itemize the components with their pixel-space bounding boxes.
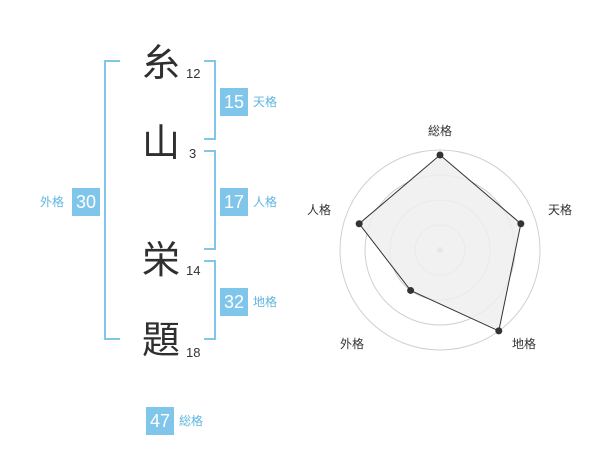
name-char-4: 題 [142, 318, 181, 362]
gaikaku-bracket [104, 60, 120, 340]
radar-point-1 [436, 151, 444, 159]
soukaku-label: 総格 [179, 414, 204, 428]
radar-point-2 [517, 220, 525, 228]
name-char-2: 山 [142, 121, 181, 165]
gaikaku-label: 外格 [40, 195, 65, 209]
gaikaku-value: 30 [72, 188, 100, 216]
radar-label-jinkaku: 人格 [307, 203, 332, 217]
jinkaku-value: 17 [220, 188, 248, 216]
radar-label-tenkaku: 天格 [548, 203, 573, 217]
stroke-count-1: 12 [186, 66, 201, 81]
radar-label-gaikaku: 外格 [340, 337, 365, 351]
jinkaku-label: 人格 [253, 195, 278, 209]
radar-ring [339, 149, 541, 351]
radar-label-chikaku: 地格 [512, 337, 537, 351]
tenkaku-bracket [204, 60, 216, 140]
stroke-count-3: 14 [186, 263, 201, 278]
tenkaku-label: 天格 [253, 95, 278, 109]
name-char-1: 糸 [142, 41, 181, 85]
tenkaku-value: 15 [220, 88, 248, 116]
radar-point-4 [407, 286, 415, 294]
radar-point-3 [495, 327, 503, 335]
soukaku-value: 47 [146, 407, 174, 435]
stroke-count-4: 18 [186, 345, 201, 360]
radar-label-soukaku: 総格 [428, 124, 453, 138]
radar-series-area [358, 154, 522, 332]
radar-point-5 [355, 220, 363, 228]
stroke-count-2: 3 [189, 146, 197, 161]
chikaku-value: 32 [220, 288, 248, 316]
name-char-3: 栄 [142, 238, 181, 282]
chikaku-label: 地格 [253, 295, 278, 309]
jinkaku-bracket [204, 150, 216, 250]
chikaku-bracket [204, 260, 216, 340]
